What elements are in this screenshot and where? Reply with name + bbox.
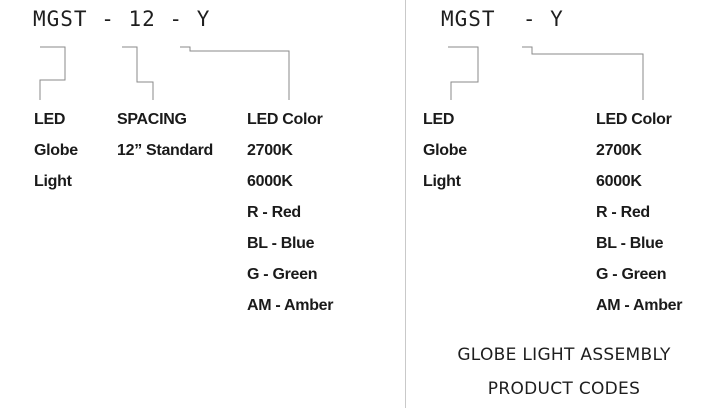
panel-divider: [405, 0, 406, 408]
column-line: 2700K: [247, 142, 293, 159]
right-column-led-color: LED Color 2700K 6000K R - Red BL - Blue …: [596, 104, 683, 321]
left-column-led-globe-light: LED Globe Light: [34, 104, 78, 197]
column-line: AM - Amber: [247, 297, 334, 314]
title-line: PRODUCT CODES: [487, 379, 641, 399]
column-line: Light: [423, 173, 461, 190]
diagram-title: GLOBE LIGHT ASSEMBLY PRODUCT CODES: [434, 338, 694, 406]
column-line: Globe: [423, 142, 467, 159]
column-line: LED Color: [596, 111, 672, 128]
column-line: BL - Blue: [596, 235, 664, 252]
right-column-led-globe-light: LED Globe Light: [423, 104, 467, 197]
connector-led-right: [448, 46, 479, 100]
column-line: R - Red: [247, 204, 301, 221]
column-line: Globe: [34, 142, 78, 159]
connector-led-left: [39, 46, 66, 100]
left-column-led-color: LED Color 2700K 6000K R - Red BL - Blue …: [247, 104, 334, 321]
connector-color-right: [522, 46, 644, 100]
column-line: AM - Amber: [596, 297, 683, 314]
column-line: BL - Blue: [247, 235, 315, 252]
column-line: G - Green: [596, 266, 667, 283]
column-line: Light: [34, 173, 72, 190]
column-line: LED: [423, 111, 455, 128]
connector-spacing-left: [122, 46, 154, 100]
title-line: GLOBE LIGHT ASSEMBLY: [457, 345, 671, 365]
column-line: LED Color: [247, 111, 323, 128]
right-product-code: MGST - Y: [441, 7, 564, 31]
column-line: 2700K: [596, 142, 642, 159]
column-line: 6000K: [596, 173, 642, 190]
column-line: R - Red: [596, 204, 650, 221]
connector-color-left: [180, 46, 290, 100]
column-line: 12” Standard: [117, 142, 213, 159]
column-line: LED: [34, 111, 66, 128]
column-line: G - Green: [247, 266, 318, 283]
left-column-spacing: SPACING 12” Standard: [117, 104, 213, 166]
column-line: SPACING: [117, 111, 187, 128]
left-product-code: MGST - 12 - Y: [33, 7, 211, 31]
column-line: 6000K: [247, 173, 293, 190]
